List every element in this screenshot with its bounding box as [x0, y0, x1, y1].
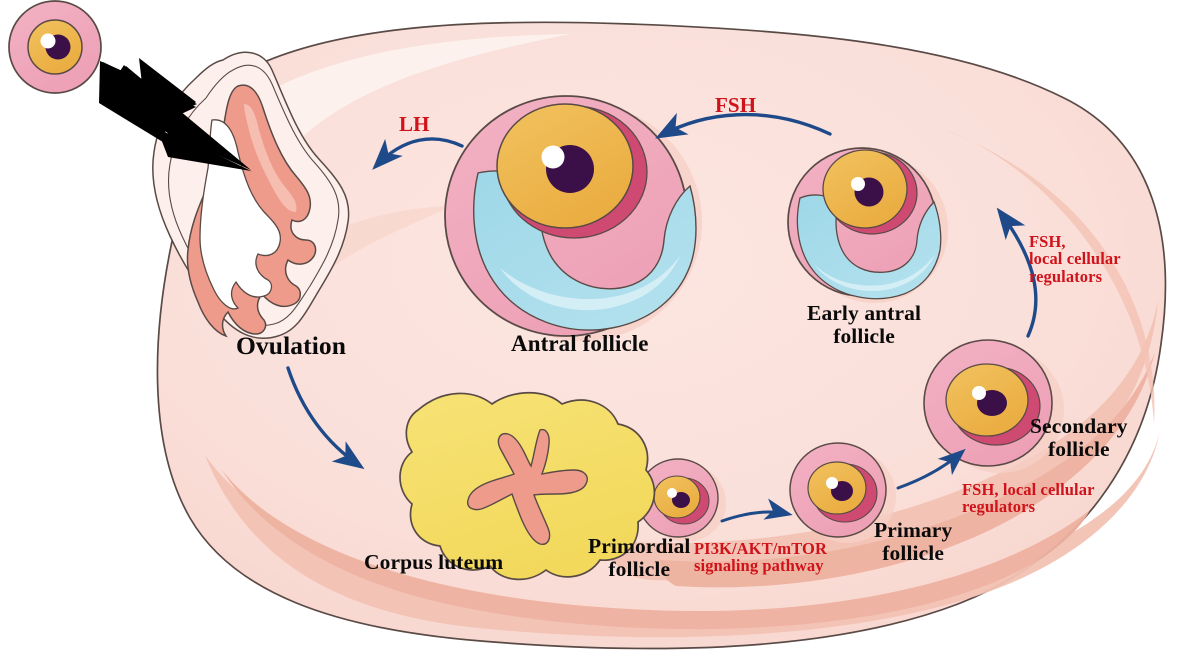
primordial-follicle [637, 458, 726, 542]
label-pi3k-akt-mtor-pathway: PI3K/AKT/mTOR signaling pathway [694, 539, 828, 576]
label-lh: LH [399, 112, 430, 136]
corpus-luteum [399, 391, 656, 581]
label-antral-follicle: Antral follicle [511, 331, 649, 356]
label-fsh: FSH [715, 93, 757, 117]
label-primary-follicle: Primary follicle [874, 518, 953, 565]
label-secondary-follicle: Secondary follicle [1030, 414, 1128, 461]
arrow-lh-antral-to-rupture [372, 137, 464, 170]
primary-follicle [789, 442, 896, 543]
antral-follicle [444, 95, 702, 341]
label-corpus-luteum: Corpus luteum [364, 550, 504, 574]
secondary-follicle [923, 339, 1064, 473]
label-fsh-local-regulators-lower: FSH, local cellular regulators [962, 480, 1095, 517]
arrow-primordial-to-primary [720, 498, 793, 523]
signal-arrows [286, 112, 1038, 523]
released-oocyte [8, 0, 102, 94]
arrow-ovulation-to-corpus-luteum [286, 366, 365, 470]
label-primordial-follicle: Primordial follicle [588, 534, 691, 581]
label-ovulation: Ovulation [236, 331, 347, 360]
ovulation-release-arrow [99, 58, 253, 172]
label-early-antral-follicle: Early antral follicle [807, 301, 922, 348]
arrow-fsh-earlyantral-to-antral [655, 112, 832, 139]
label-fsh-local-regulators-upper: FSH, local cellular regulators [1029, 232, 1121, 286]
arrow-secondary-to-earlyantral [996, 207, 1038, 338]
early-antral-follicle [787, 147, 948, 303]
arrow-primary-to-secondary [896, 448, 966, 490]
